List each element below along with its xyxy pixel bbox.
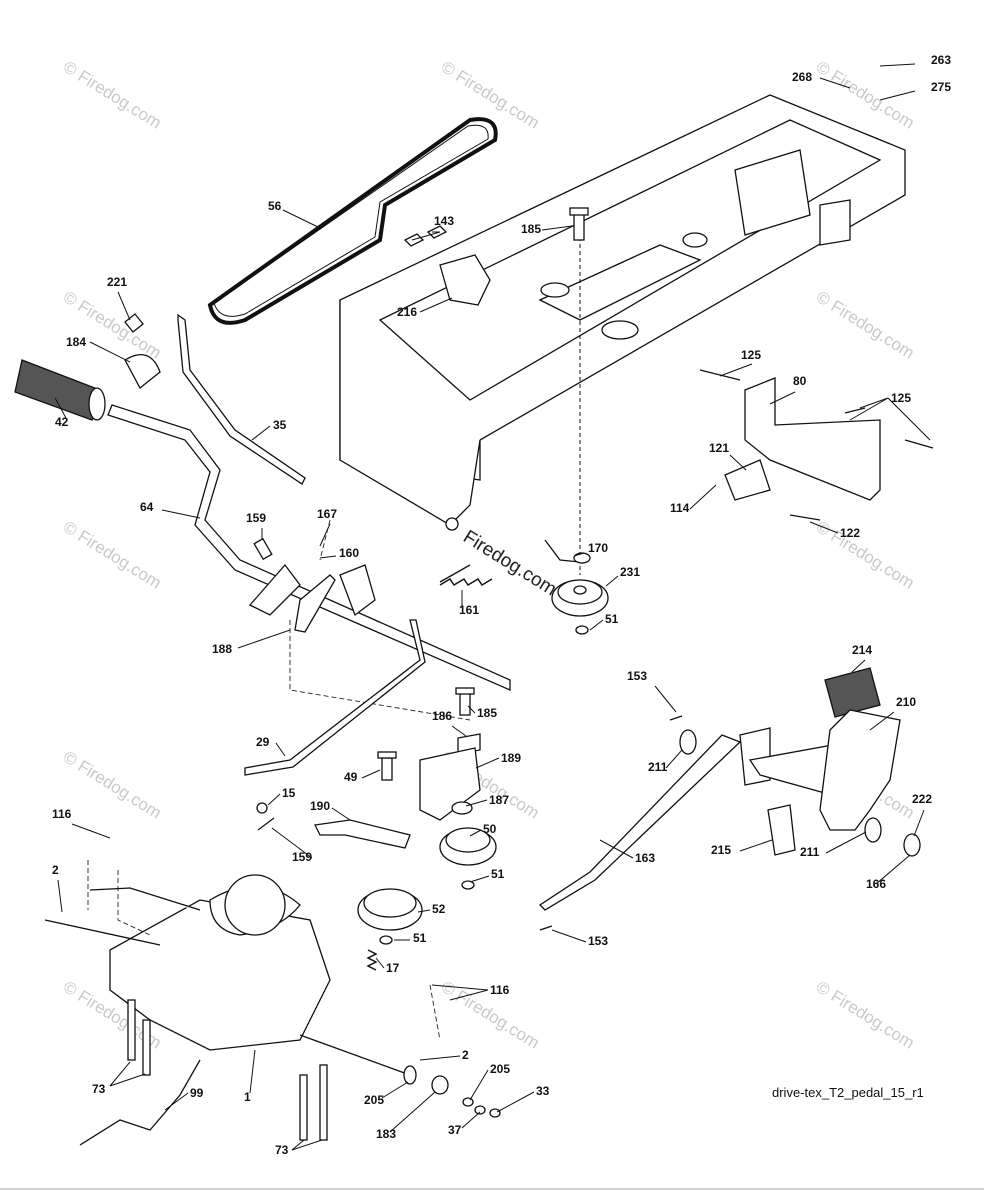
part-number-214: 214: [852, 643, 872, 657]
part-number-231: 231: [620, 565, 640, 579]
part-number-189: 189: [501, 751, 521, 765]
part-number-185: 185: [477, 706, 497, 720]
watermark: © Firedog.com: [60, 57, 165, 132]
part-number-159: 159: [292, 850, 312, 864]
part-number-35: 35: [273, 418, 287, 432]
part-number-170: 170: [588, 541, 608, 555]
part-number-33: 33: [536, 1084, 550, 1098]
part-number-2: 2: [462, 1048, 469, 1062]
part-number-211: 211: [648, 760, 668, 774]
part-number-37: 37: [448, 1123, 462, 1137]
part-number-160: 160: [339, 546, 359, 560]
footer-rule: [0, 1188, 984, 1190]
part-number-73: 73: [92, 1082, 106, 1096]
part-number-73: 73: [275, 1143, 289, 1157]
part-number-222: 222: [912, 792, 932, 806]
part-number-275: 275: [931, 80, 951, 94]
part-number-99: 99: [190, 1086, 204, 1100]
part-number-51: 51: [413, 931, 427, 945]
part-number-216: 216: [397, 305, 417, 319]
part-number-210: 210: [896, 695, 916, 709]
part-number-153: 153: [627, 669, 647, 683]
part-number-159: 159: [246, 511, 266, 525]
part-number-116: 116: [52, 807, 72, 821]
watermark: © Firedog.com: [60, 287, 165, 362]
part-number-190: 190: [310, 799, 330, 813]
part-number-114: 114: [670, 501, 690, 515]
part-number-125: 125: [891, 391, 911, 405]
part-number-51: 51: [491, 867, 505, 881]
frame-assembly: [339, 94, 906, 575]
part-number-185: 185: [521, 222, 541, 236]
part-number-205: 205: [490, 1062, 510, 1076]
part-number-116: 116: [490, 983, 510, 997]
part-number-188: 188: [212, 642, 232, 656]
watermark: © Firedog.com: [60, 747, 165, 822]
part-number-161: 161: [459, 603, 479, 617]
watermark: © Firedog.com: [813, 977, 918, 1052]
bracket: [439, 254, 491, 306]
part-number-56: 56: [268, 199, 282, 213]
part-number-64: 64: [140, 500, 154, 514]
part-number-163: 163: [635, 851, 655, 865]
drive-belt: [207, 117, 498, 325]
part-number-268: 268: [792, 70, 812, 84]
part-number-263: 263: [931, 53, 951, 67]
part-number-42: 42: [55, 415, 69, 429]
pedal-assembly: [538, 667, 921, 931]
part-number-15: 15: [282, 786, 296, 800]
watermark: © Firedog.com: [60, 517, 165, 592]
part-number-80: 80: [793, 374, 807, 388]
part-number-49: 49: [344, 770, 358, 784]
part-number-1: 1: [244, 1090, 251, 1104]
part-number-17: 17: [386, 961, 400, 975]
watermark: © Firedog.com: [813, 287, 918, 362]
part-number-215: 215: [711, 843, 731, 857]
part-number-122: 122: [840, 526, 860, 540]
deflector: [744, 377, 881, 501]
rod: [177, 313, 306, 485]
part-number-186: 186: [432, 709, 452, 723]
part-number-184: 184: [66, 335, 86, 349]
part-number-221: 221: [107, 275, 127, 289]
part-number-51: 51: [605, 612, 619, 626]
transaxle: [44, 860, 501, 1146]
part-number-2: 2: [52, 863, 59, 877]
part-number-205: 205: [364, 1093, 384, 1107]
watermark: © Firedog.com: [813, 517, 918, 592]
part-number-121: 121: [709, 441, 729, 455]
part-number-187: 187: [489, 793, 509, 807]
part-number-29: 29: [256, 735, 270, 749]
shift-rod: [244, 619, 426, 776]
leader-lines: [54, 63, 931, 1151]
part-number-153: 153: [588, 934, 608, 948]
part-number-125: 125: [741, 348, 761, 362]
part-number-211: 211: [800, 845, 820, 859]
part-number-167: 167: [317, 507, 337, 521]
part-number-50: 50: [483, 822, 497, 836]
part-number-52: 52: [432, 902, 446, 916]
part-number-183: 183: [376, 1127, 396, 1141]
part-number-166: 166: [866, 877, 886, 891]
part-number-143: 143: [434, 214, 454, 228]
diagram-caption: drive-tex_T2_pedal_15_r1: [772, 1085, 924, 1100]
center-watermark: Firedog.com: [459, 526, 560, 600]
